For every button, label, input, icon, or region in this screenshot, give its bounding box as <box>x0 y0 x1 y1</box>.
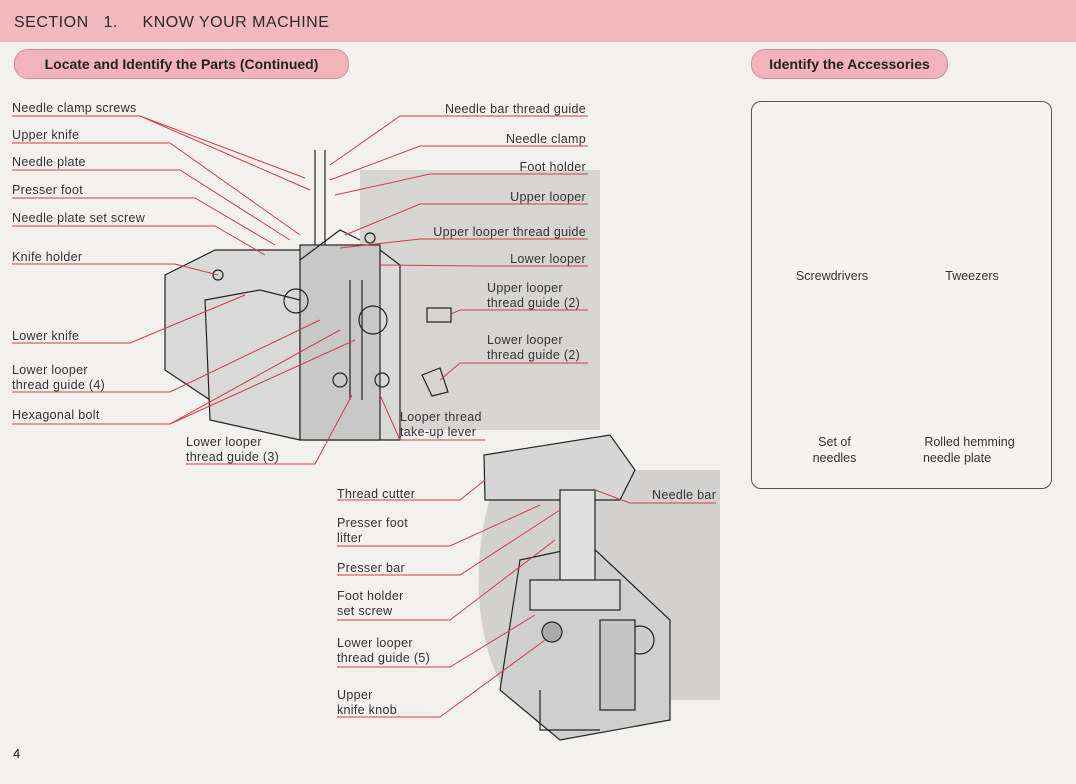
label-needle-plate: Needle plate <box>12 155 86 169</box>
label-upper-knife-knob-line2: knife knob <box>337 703 397 717</box>
label-lower-looper-3-line1: Lower looper <box>186 435 262 449</box>
page-number: 4 <box>13 746 21 761</box>
label-needle-bar-thread-guide: Needle bar thread guide <box>444 102 586 116</box>
label-needle-clamp: Needle clamp <box>505 132 586 146</box>
label-lower-looper-4-line2: thread guide (4) <box>12 378 106 392</box>
label-upper-looper: Upper looper <box>510 190 586 204</box>
label-thread-cutter: Thread cutter <box>337 487 416 501</box>
label-presser-foot: Presser foot <box>12 183 83 197</box>
section-title: SECTION 1. KNOW YOUR MACHINE <box>14 14 330 31</box>
label-tweezers: Tweezers <box>945 269 999 283</box>
label-lower-looper-3-line2: thread guide (3) <box>186 450 280 464</box>
label-upper-looper-2-line2: thread guide (2) <box>487 296 581 310</box>
label-lower-knife: Lower knife <box>12 329 80 343</box>
label-set-of-needles-line1: Set of <box>818 435 851 449</box>
label-foot-holder-set-screw-line2: set screw <box>337 604 393 618</box>
label-lower-looper: Lower looper <box>510 252 586 266</box>
label-upper-knife: Upper knife <box>12 128 80 142</box>
accessories-heading: Identify the Accessories <box>751 49 948 79</box>
label-presser-foot-lifter-line2: lifter <box>337 531 363 545</box>
label-needle-clamp-screws: Needle clamp screws <box>12 101 137 115</box>
label-presser-bar: Presser bar <box>337 561 405 575</box>
label-presser-foot-lifter-line1: Presser foot <box>337 516 408 530</box>
label-upper-looper-2-line1: Upper looper <box>487 281 563 295</box>
label-rolled-hemming-line2: needle plate <box>922 451 992 465</box>
label-knife-holder: Knife holder <box>12 250 83 264</box>
label-needle-plate-set-screw: Needle plate set screw <box>12 211 146 225</box>
label-takeup-line2: take-up lever <box>400 425 477 439</box>
label-upper-knife-knob-line1: Upper <box>337 688 373 702</box>
label-hexagonal-bolt: Hexagonal bolt <box>12 408 100 422</box>
label-lower-looper-4-line1: Lower looper <box>12 363 88 377</box>
label-lower-looper-2-line1: Lower looper <box>487 333 563 347</box>
label-foot-holder: Foot holder <box>519 160 586 174</box>
label-lower-looper-5-line2: thread guide (5) <box>337 651 431 665</box>
label-lower-looper-5-line1: Lower looper <box>337 636 413 650</box>
header-band <box>0 0 1076 42</box>
label-rolled-hemming-line1: Rolled hemming <box>924 435 1015 449</box>
accessories-box: Screwdrivers Tweezers Set of needles Rol… <box>751 101 1052 489</box>
label-takeup-line1: Looper thread <box>400 410 482 424</box>
label-upper-looper-thread-guide: Upper looper thread guide <box>433 225 586 239</box>
label-needle-bar: Needle bar <box>652 488 717 502</box>
label-lower-looper-2-line2: thread guide (2) <box>487 348 581 362</box>
label-set-of-needles-line2: needles <box>812 451 857 465</box>
label-screwdrivers: Screwdrivers <box>795 269 869 283</box>
parts-heading: Locate and Identify the Parts (Continued… <box>14 49 349 79</box>
label-foot-holder-set-screw-line1: Foot holder <box>337 589 404 603</box>
